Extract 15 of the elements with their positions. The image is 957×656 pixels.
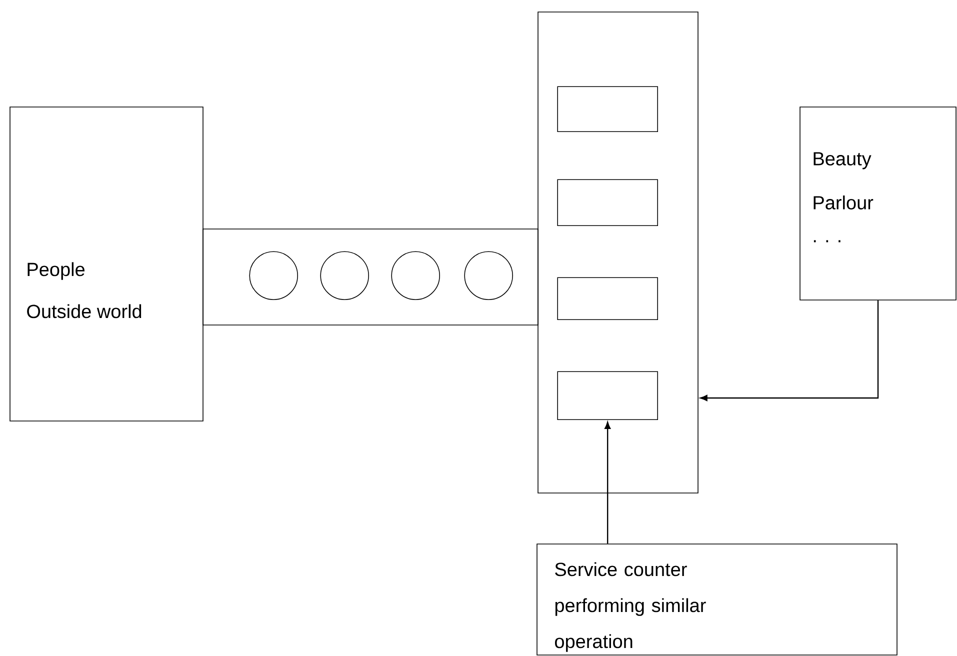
text-box: People Outside world — [10, 106, 204, 422]
text-box: Beauty Parlour . . . — [800, 106, 956, 300]
counter-box — [557, 179, 658, 226]
arrow — [604, 422, 611, 544]
queue-band — [202, 228, 538, 326]
counter-box — [557, 371, 658, 420]
counter-box — [557, 277, 658, 320]
counter-box — [557, 86, 658, 132]
queue-circle — [320, 251, 369, 300]
queue-circle — [249, 251, 298, 300]
text-box: Service counter performing similar operation — [536, 544, 898, 656]
queue-circle — [391, 251, 440, 300]
arrow — [700, 300, 879, 402]
queue-circle — [464, 251, 513, 300]
empty-box — [538, 12, 698, 494]
